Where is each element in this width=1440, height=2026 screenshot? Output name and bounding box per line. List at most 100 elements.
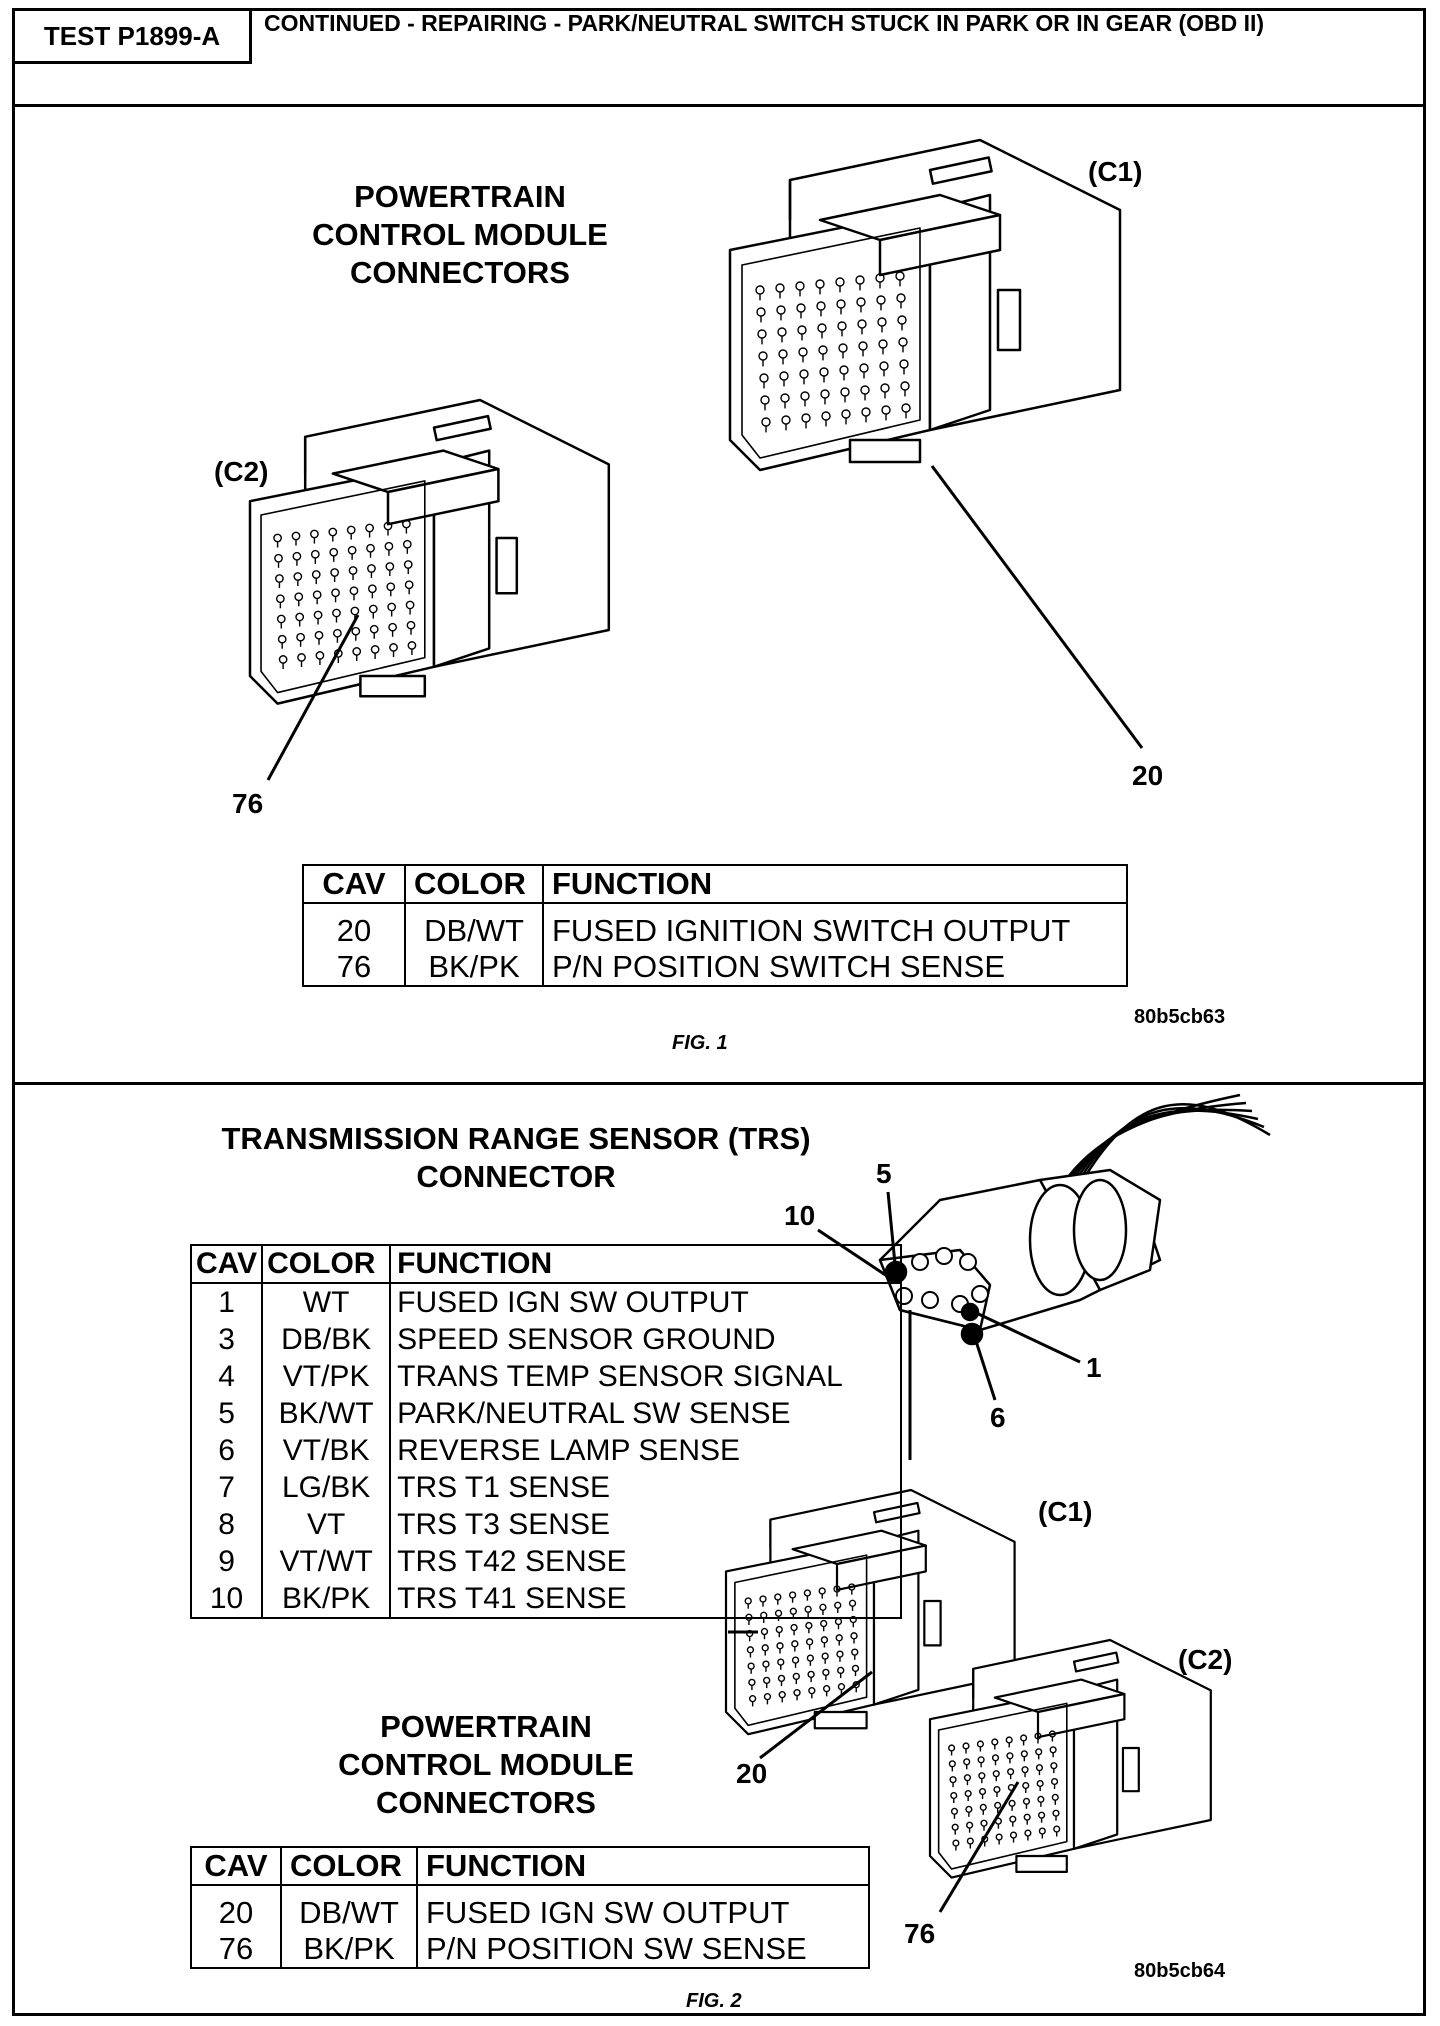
- table-row: 20 DB/WT FUSED IGN SW OUTPUT: [191, 1885, 869, 1931]
- fig2-pcm-table: CAV COLOR FUNCTION 20 DB/WT FUSED IGN SW…: [190, 1846, 870, 1969]
- fig1-th-function: FUNCTION: [542, 865, 1127, 903]
- cell-cav: 4: [218, 1360, 235, 1393]
- table-row: 20 DB/WT FUSED IGNITION SWITCH OUTPUT: [303, 903, 1127, 949]
- fig2-c2-connector-illustration: [928, 1638, 1212, 1879]
- header-title: CONTINUED - REPAIRING - PARK/NEUTRAL SWI…: [264, 10, 1265, 36]
- page-frame: [12, 8, 1426, 2016]
- fig1-title: POWERTRAIN CONTROL MODULE CONNECTORS: [280, 178, 640, 292]
- fig2-caption: FIG. 2: [686, 1990, 742, 2012]
- fig1-c2-label: (C2): [214, 456, 269, 487]
- fig1-title-line-3: CONNECTORS: [350, 255, 570, 290]
- cell-function: TRS T41 SENSE: [389, 1580, 901, 1618]
- fig1-leader-76: [266, 614, 360, 781]
- fig1-callout-76: 76: [232, 788, 264, 819]
- cell-function: TRS T1 SENSE: [389, 1469, 901, 1506]
- figure-divider: [12, 1082, 1426, 1085]
- fig2-leader-76: [938, 1781, 1020, 1913]
- header-divider: [12, 104, 1426, 107]
- table-row: 76 BK/PK P/N POSITION SW SENSE: [191, 1931, 869, 1968]
- fig1-leader-20: [930, 465, 1144, 749]
- cell-color: BK/PK: [404, 949, 543, 986]
- fig1-code: 80b5cb63: [1134, 1006, 1226, 1028]
- cell-function: PARK/NEUTRAL SW SENSE: [389, 1395, 901, 1432]
- cell-function: TRANS TEMP SENSOR SIGNAL: [389, 1358, 901, 1395]
- cell-function: P/N POSITION SW SENSE: [416, 1931, 869, 1968]
- fig2-pcm-title: POWERTRAIN CONTROL MODULE CONNECTORS: [306, 1708, 666, 1822]
- cell-cav: 6: [218, 1434, 235, 1467]
- cell-color: BK/PK: [261, 1580, 391, 1618]
- trs-callout-6: 6: [990, 1402, 1006, 1433]
- fig1-c1-connector-illustration: [728, 138, 1122, 472]
- cell-cav: 8: [218, 1508, 235, 1541]
- pcm-th-color: COLOR: [280, 1847, 417, 1885]
- cell-function: P/N POSITION SWITCH SENSE: [542, 949, 1127, 986]
- cell-function: FUSED IGN SW OUTPUT: [389, 1283, 901, 1321]
- cell-cav: 1: [218, 1286, 235, 1319]
- cell-cav: 7: [218, 1471, 235, 1504]
- cell-function: REVERSE LAMP SENSE: [389, 1432, 901, 1469]
- fig2-trs-title-line-2: CONNECTOR: [416, 1159, 616, 1194]
- fig1-th-cav: CAV: [322, 866, 386, 901]
- test-id-box: TEST P1899-A: [12, 8, 252, 64]
- cell-function: SPEED SENSOR GROUND: [389, 1321, 901, 1358]
- cell-cav: 9: [218, 1545, 235, 1578]
- cell-function: FUSED IGN SW OUTPUT: [416, 1885, 869, 1931]
- trs-th-cav: CAV: [196, 1247, 258, 1280]
- fig1-title-line-1: POWERTRAIN: [354, 179, 566, 214]
- fig1-th-color: COLOR: [404, 865, 543, 903]
- fig1-c1-label: (C1): [1088, 156, 1143, 187]
- trs-callout-1: 1: [1086, 1352, 1102, 1383]
- cell-cav: 20: [336, 913, 372, 948]
- cell-color: DB/WT: [280, 1885, 417, 1931]
- fig1-callout-20: 20: [1132, 760, 1164, 791]
- cell-function: TRS T3 SENSE: [389, 1506, 901, 1543]
- cell-color: DB/WT: [404, 903, 543, 949]
- fig2-code: 80b5cb64: [1134, 1960, 1226, 1982]
- fig1-caption: FIG. 1: [672, 1032, 728, 1054]
- fig2-pcm-title-line-3: CONNECTORS: [376, 1785, 596, 1820]
- fig2-c1-label: (C1): [1038, 1496, 1093, 1527]
- cell-cav: 76: [336, 949, 372, 984]
- cell-color: BK/PK: [280, 1931, 417, 1968]
- cell-color: BK/WT: [261, 1395, 391, 1432]
- trs-callout-10: 10: [784, 1200, 816, 1231]
- fig2-leader-20: [759, 1670, 873, 1760]
- cell-color: VT/WT: [261, 1543, 391, 1580]
- cell-function: TRS T42 SENSE: [389, 1543, 901, 1580]
- cell-color: DB/BK: [261, 1321, 391, 1358]
- fig2-pcm-title-line-1: POWERTRAIN: [380, 1709, 592, 1744]
- fig1-c2-connector-illustration: [248, 398, 611, 705]
- cell-color: WT: [261, 1283, 391, 1321]
- fig1-title-line-2: CONTROL MODULE: [312, 217, 608, 252]
- cell-function: FUSED IGNITION SWITCH OUTPUT: [542, 903, 1127, 949]
- trs-leader-6: [973, 1337, 997, 1401]
- fig2-callout-76: 76: [904, 1918, 936, 1949]
- fig2-c2-label: (C2): [1178, 1644, 1233, 1675]
- cell-cav: 20: [218, 1895, 254, 1930]
- fig1-table: CAV COLOR FUNCTION 20 DB/WT FUSED IGNITI…: [302, 864, 1128, 987]
- cell-color: VT: [261, 1506, 391, 1543]
- fig2-trs-connector-illustration: [878, 1093, 1271, 1346]
- trs-th-color: COLOR: [261, 1245, 391, 1283]
- trs-th-function: FUNCTION: [389, 1245, 901, 1283]
- cell-cav: 3: [218, 1323, 235, 1356]
- trs-leader-1: [969, 1308, 1081, 1364]
- trs-callout-5: 5: [876, 1158, 892, 1189]
- pcm-th-cav: CAV: [204, 1848, 268, 1883]
- cell-cav: 5: [218, 1397, 235, 1430]
- fig2-pcm-title-line-2: CONTROL MODULE: [338, 1747, 634, 1782]
- cell-cav: 10: [209, 1582, 244, 1615]
- fig2-trs-title: TRANSMISSION RANGE SENSOR (TRS) CONNECTO…: [186, 1120, 846, 1196]
- pcm-th-function: FUNCTION: [416, 1847, 869, 1885]
